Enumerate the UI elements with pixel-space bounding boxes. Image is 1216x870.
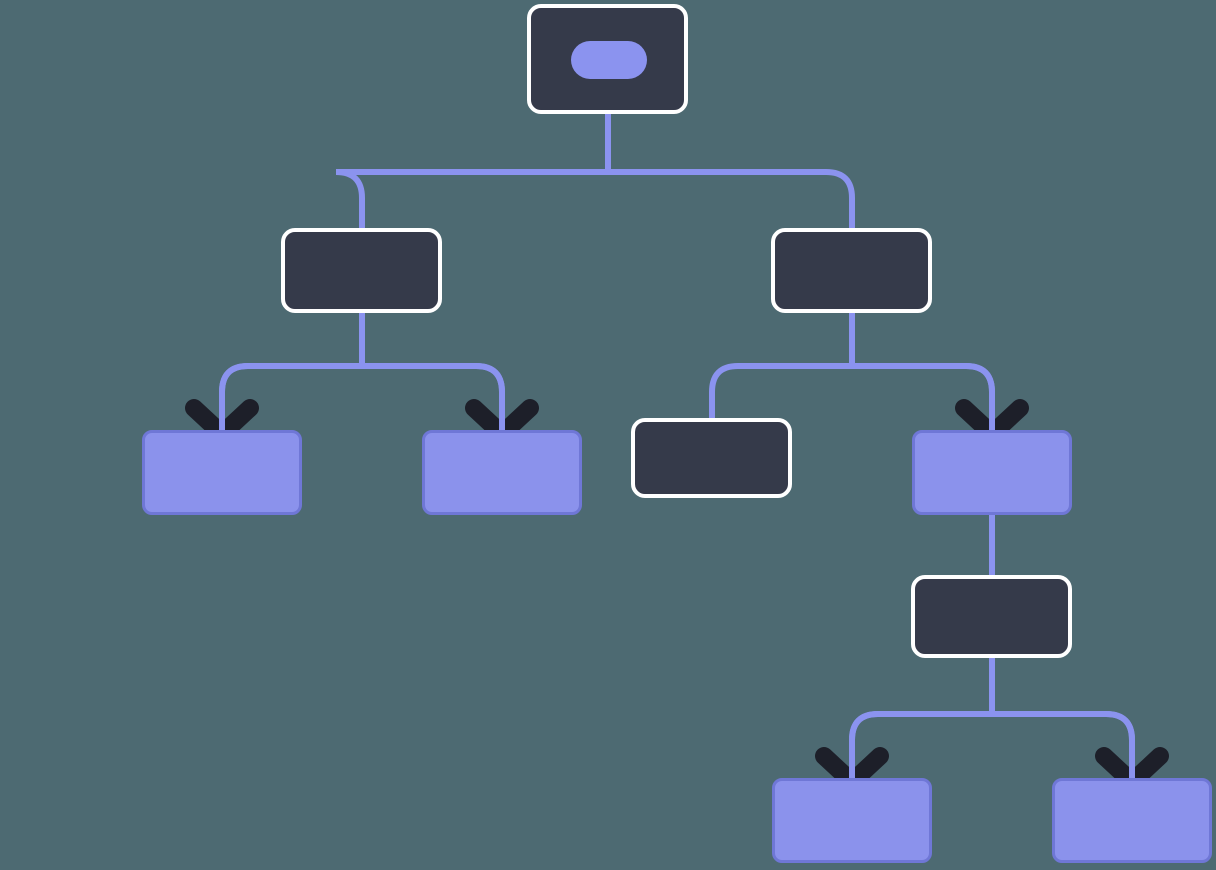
- leaf-node-2[interactable]: [422, 430, 582, 515]
- edge-branch-left-to-leaf-2-overlay: [362, 363, 505, 452]
- leaf-node-1[interactable]: [142, 430, 302, 515]
- edge-branch-left-to-leaf-1-overlay: [219, 363, 362, 452]
- edge-root-to-branch-right: [608, 169, 855, 313]
- branch-node-deep[interactable]: [911, 575, 1072, 658]
- branch-node-right[interactable]: [771, 228, 932, 313]
- edge-paths-overlay: [219, 363, 1135, 800]
- branch-node-left[interactable]: [281, 228, 442, 313]
- edge-branch-right-to-leaf-3-overlay: [852, 363, 995, 452]
- root-node[interactable]: [527, 4, 688, 114]
- edge-branch-deep-to-leaf-4-overlay: [849, 711, 992, 800]
- root-node-pill: [571, 41, 647, 79]
- edge-branch-deep-to-leaf-5-overlay: [992, 711, 1135, 800]
- empty-dark-node[interactable]: [631, 418, 792, 498]
- leaf-node-5[interactable]: [1052, 778, 1212, 863]
- edge-root-to-branch-left: [335, 169, 608, 313]
- edge-branch-right-to-empty-node: [709, 363, 852, 418]
- leaf-node-4[interactable]: [772, 778, 932, 863]
- leaf-node-3[interactable]: [912, 430, 1072, 515]
